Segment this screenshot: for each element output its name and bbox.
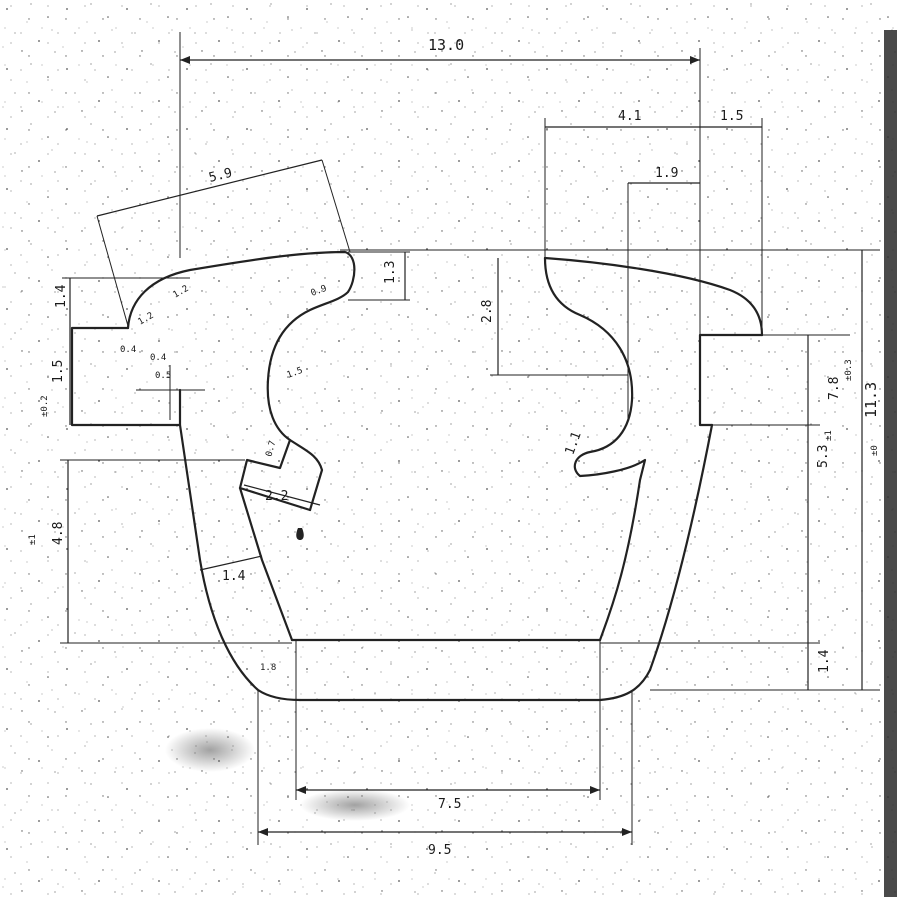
dim-right-lower-tol: ±1 (824, 430, 834, 441)
right-inner-wall (543, 256, 647, 642)
dim-lip-height: 1.3 (383, 261, 398, 284)
left-inner-wall (238, 486, 294, 642)
dim-left-small-1: 0.4 (150, 353, 166, 363)
dim-left-height: 4.8 (51, 522, 66, 545)
dim-right-flange-height: 7.8 (827, 377, 842, 400)
dim-right-flange-tol: ±0.3 (844, 359, 854, 381)
profile-outline (70, 250, 764, 702)
dim-overall-height: 11.3 (862, 382, 880, 418)
dim-bottom-radius: 1.8 (260, 663, 276, 673)
dim-overall-height-tol: ±0 (870, 445, 880, 456)
dim-left-height-tol: ±1 (28, 534, 38, 545)
ink-smudge (300, 789, 410, 821)
dim-top-right-width: 4.1 (618, 109, 641, 124)
dim-bottom-height: 1.4 (817, 649, 832, 673)
dim-left-small-2: 0.5 (155, 371, 171, 381)
dim-left-radius-3: 0.4 (120, 345, 136, 355)
dim-top-right-lip: 1.5 (720, 109, 743, 124)
right-top-lip (543, 256, 764, 337)
dim-notch-width: 2.2 (265, 489, 288, 504)
dim-overall-width: 13.0 (428, 36, 464, 54)
left-top-lip (126, 250, 356, 512)
dim-top-angled-length: 5.9 (207, 166, 233, 186)
right-outer-wall (648, 423, 714, 672)
ink-drop (296, 528, 304, 540)
ink-smudge (165, 728, 255, 772)
dimension-labels: 13.0 4.1 1.5 1.9 5.9 1.3 1.4 1.5 ±0.2 1.… (28, 36, 880, 858)
dim-right-inner-height: 2.8 (480, 300, 495, 323)
dim-right-lower-height: 5.3 (816, 445, 831, 468)
left-outer-wall (178, 423, 302, 702)
dimension-lines (60, 32, 880, 845)
notch (238, 438, 312, 512)
dim-notch-height: 0.7 (265, 440, 279, 458)
dim-left-flange-tol: ±0.2 (40, 395, 50, 417)
dim-left-flange-height: 1.5 (51, 360, 66, 383)
left-flange (70, 326, 182, 427)
right-flange (698, 333, 764, 427)
dim-wall-thickness: 1.4 (222, 569, 246, 584)
dim-outer-bottom-width: 9.5 (428, 843, 451, 858)
dim-inner-bottom-width: 7.5 (438, 797, 461, 812)
dim-inner-right-lip: 1.9 (655, 166, 678, 181)
page-edge (884, 30, 897, 897)
dim-left-lip-height: 1.4 (54, 284, 69, 308)
